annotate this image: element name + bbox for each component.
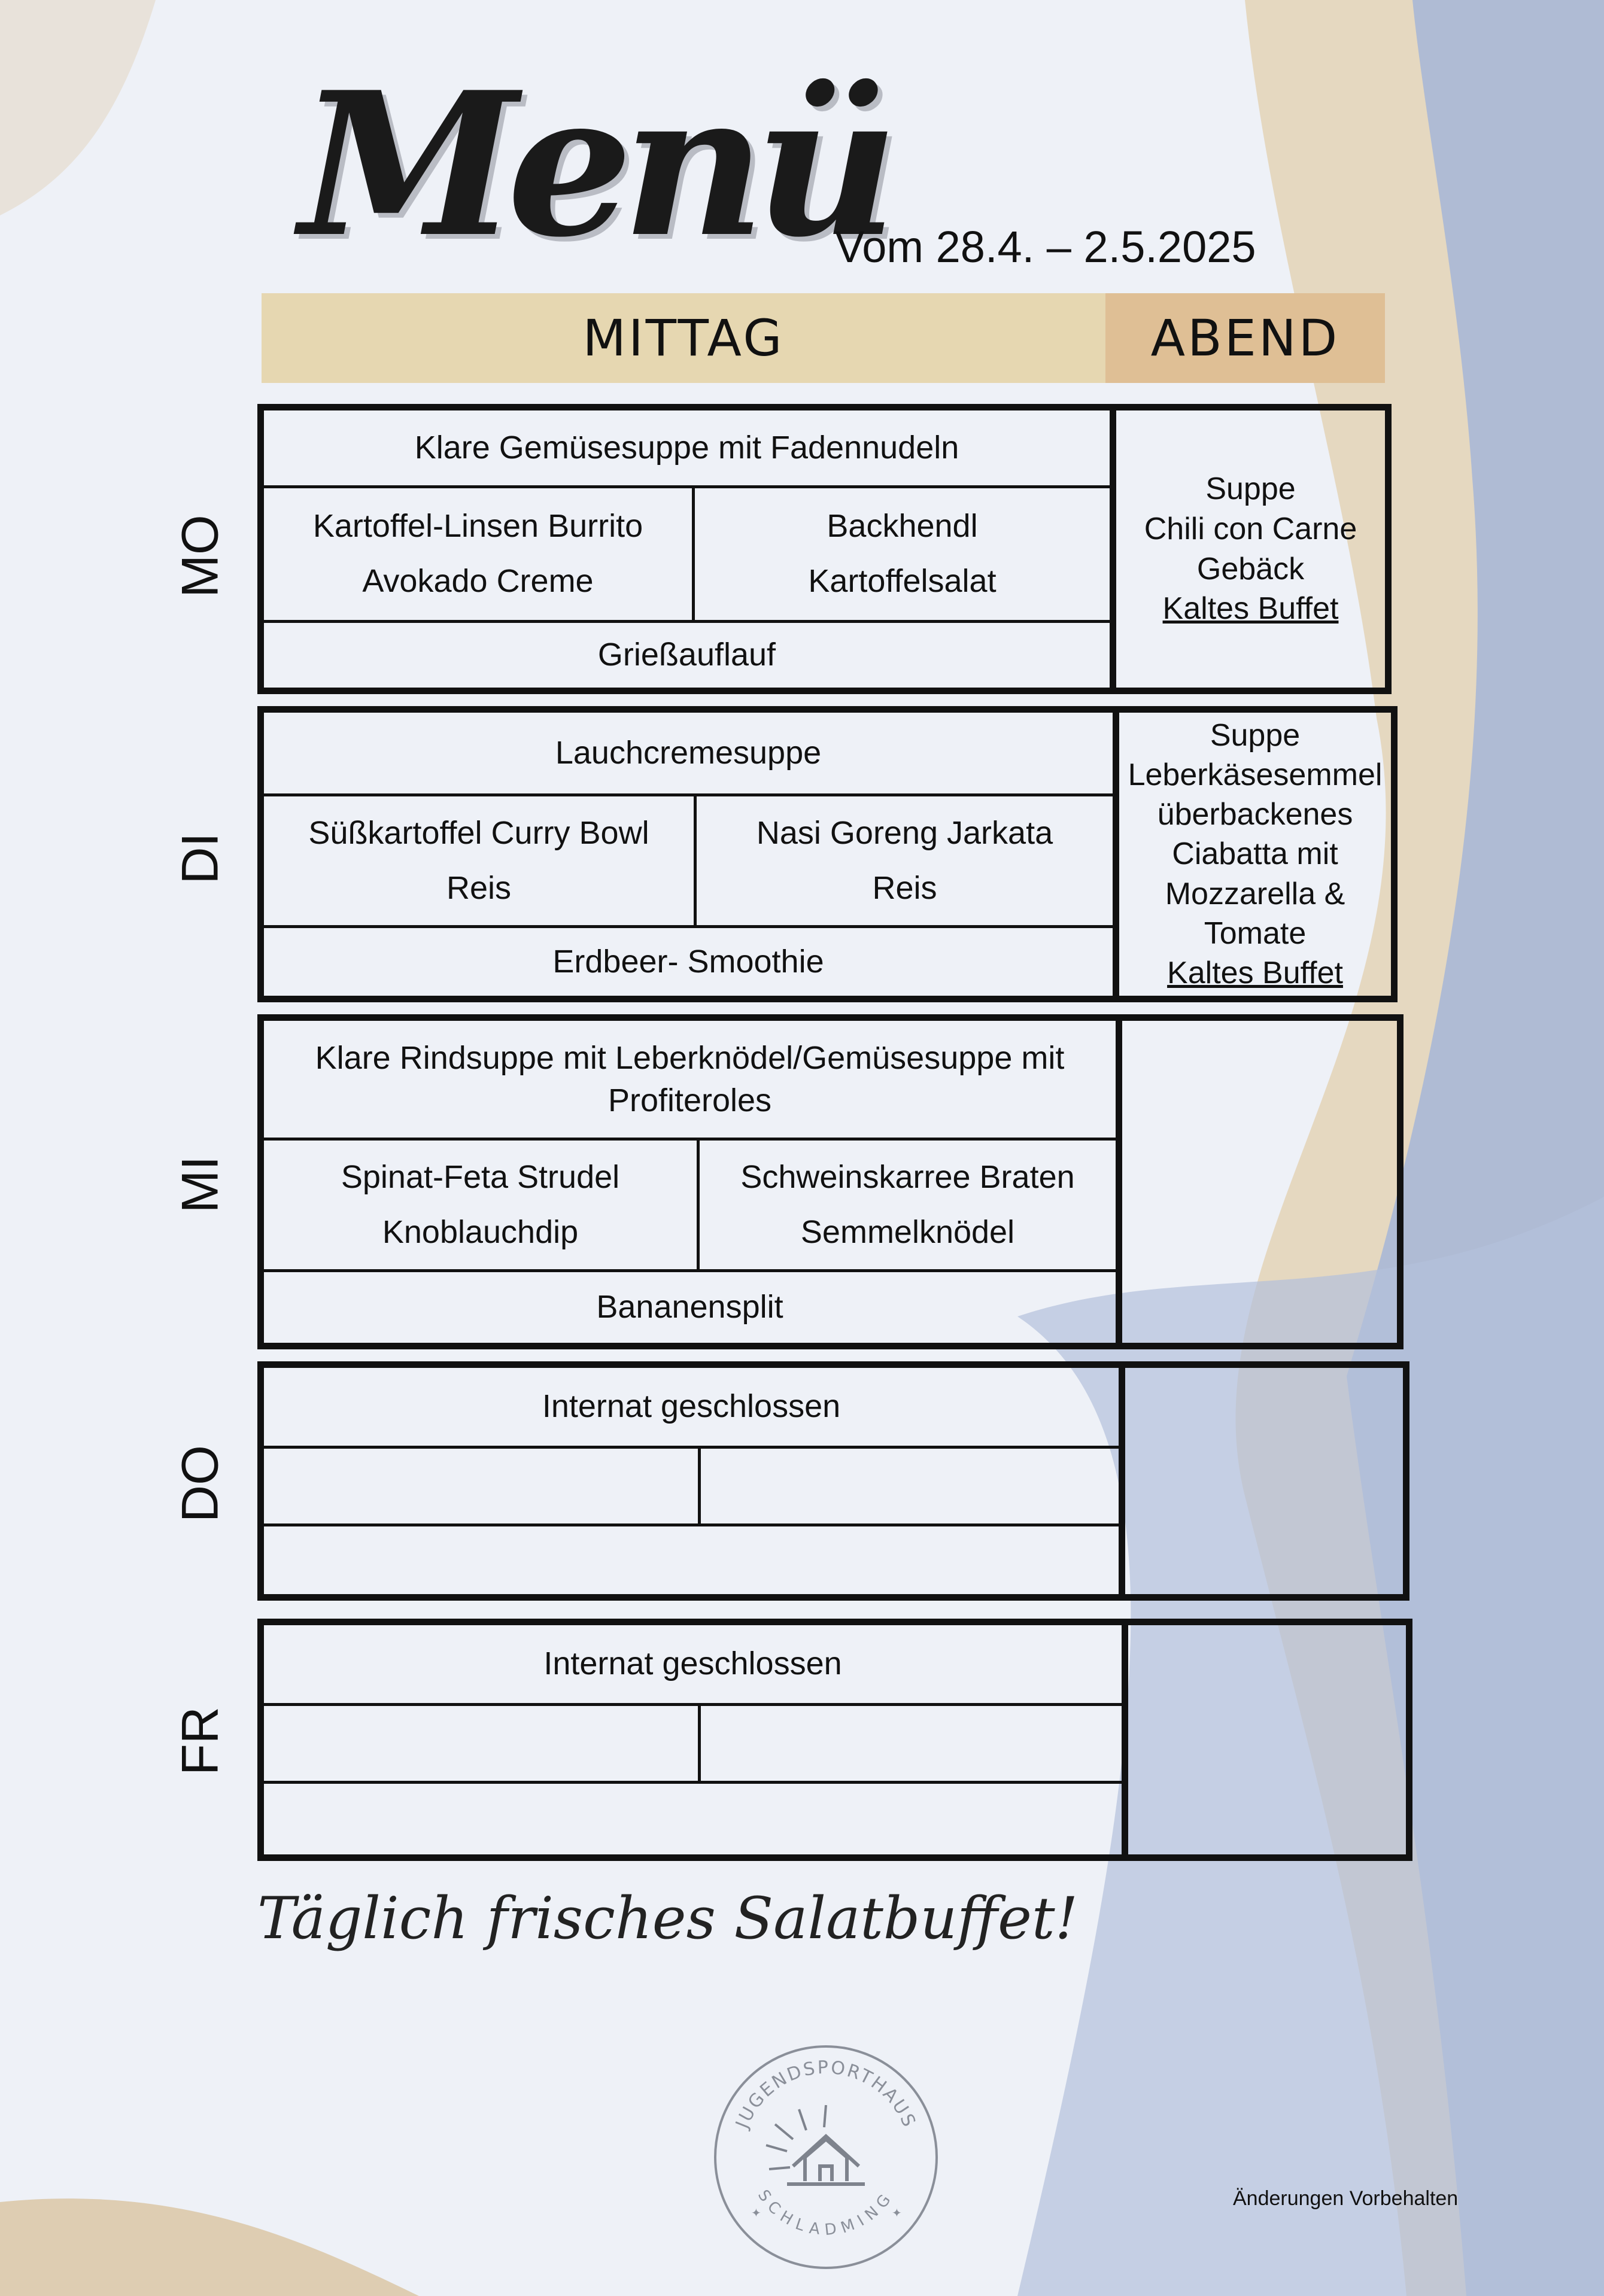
abend-item: Ciabatta mit (1172, 837, 1338, 872)
main-left-dish: Kartoffel-Linsen Burrito (312, 508, 643, 545)
main-left-dish: Süßkartoffel Curry Bowl (308, 814, 649, 851)
dessert-text: Grießauflauf (597, 637, 776, 673)
header-mittag: MITTAG (262, 293, 1105, 383)
main-right-side: Reis (872, 869, 937, 906)
abend-item: Leberkäsesemmel (1128, 758, 1383, 793)
day-block-do: Internat geschlossen (257, 1361, 1409, 1601)
soup-cell: Lauchcremesuppe (264, 713, 1113, 793)
main-left-side: Avokado Creme (362, 563, 594, 599)
soup-text: Internat geschlossen (543, 1646, 842, 1682)
main-right-dish: Nasi Goreng Jarkata (756, 814, 1053, 851)
soup-cell: Internat geschlossen (264, 1368, 1119, 1446)
star-icon: ✦ (751, 2207, 761, 2220)
abend-item: Gebäck (1196, 551, 1305, 586)
dessert-cell: Bananensplit (264, 1272, 1116, 1343)
abend-cell-empty (1119, 1368, 1403, 1594)
house-icon (787, 2133, 865, 2186)
abend-item: Mozzarella & (1165, 876, 1345, 911)
main-right-cell: Schweinskarree Braten Semmelknödel (700, 1141, 1116, 1269)
main-left-cell: Süßkartoffel Curry Bowl Reis (264, 796, 694, 925)
day-label-fr: FR (171, 1707, 229, 1775)
main-left-cell: Spinat-Feta Strudel Knoblauchdip (264, 1141, 697, 1269)
abend-cell: Suppe Leberkäsesemmel überbackenes Ciaba… (1113, 713, 1391, 996)
main-left-side: Reis (446, 869, 512, 906)
day-label-di: DI (171, 832, 229, 884)
soup-text: Klare Gemüsesuppe mit Fadennudeln (414, 429, 959, 466)
soup-cell: Internat geschlossen (264, 1625, 1122, 1703)
abend-item: überbackenes (1157, 797, 1353, 832)
abend-item: Tomate (1204, 916, 1307, 951)
abend-cell: Suppe Chili con Carne Gebäck Kaltes Buff… (1110, 410, 1385, 688)
main-right-side: Kartoffelsalat (808, 563, 997, 599)
soup-text: Internat geschlossen (542, 1388, 841, 1425)
main-right-cell: Nasi Goreng Jarkata Reis (697, 796, 1113, 925)
main-left-dish: Spinat-Feta Strudel (341, 1158, 620, 1195)
soup-text: Profiteroles (607, 1082, 772, 1118)
abend-buffet: Kaltes Buffet (1162, 591, 1339, 627)
day-block-fr: Internat geschlossen (257, 1619, 1412, 1861)
salad-buffet-note: Täglich frisches Salatbuffet! (257, 1885, 1079, 1952)
main-right-dish: Backhendl (827, 508, 978, 545)
day-block-mi: Klare Rindsuppe mit Leberknödel/Gemüsesu… (257, 1014, 1404, 1349)
main-right-cell: Backhendl Kartoffelsalat (695, 488, 1110, 620)
main-left-cell: Kartoffel-Linsen Burrito Avokado Creme (264, 488, 692, 620)
header-abend: ABEND (1105, 293, 1385, 383)
soup-text: Lauchcremesuppe (555, 734, 822, 771)
soup-cell: Klare Rindsuppe mit Leberknödel/Gemüsesu… (264, 1021, 1116, 1138)
logo-stamp: JUGENDSPORTHAUS SCHLADMING ✦ ✦ (714, 2045, 938, 2269)
day-block-mo: Klare Gemüsesuppe mit Fadennudeln Kartof… (257, 404, 1392, 694)
star-icon: ✦ (892, 2207, 902, 2220)
day-label-mo: MO (171, 515, 229, 598)
dessert-text: Bananensplit (596, 1289, 783, 1325)
day-block-di: Lauchcremesuppe Süßkartoffel Curry Bowl … (257, 706, 1398, 1002)
dessert-cell: Erdbeer- Smoothie (264, 928, 1113, 996)
svg-text:SCHLADMING: SCHLADMING (754, 2186, 898, 2239)
logo-bottom-text: SCHLADMING (754, 2186, 892, 2239)
dessert-text: Erdbeer- Smoothie (552, 943, 824, 980)
date-range: Vom 28.4. – 2.5.2025 (835, 222, 1256, 272)
menu-title: Menü (299, 48, 898, 281)
main-right-dish: Schweinskarree Braten (740, 1158, 1075, 1195)
abend-item: Suppe (1210, 718, 1301, 753)
abend-cell-empty (1122, 1625, 1406, 1854)
sun-rays-icon (765, 2105, 827, 2170)
main-left-side: Knoblauchdip (382, 1214, 579, 1250)
abend-item: Suppe (1205, 472, 1296, 507)
soup-text: Klare Rindsuppe mit Leberknödel/Gemüsesu… (315, 1040, 1065, 1076)
day-label-do: DO (171, 1445, 229, 1522)
day-label-mi: MI (171, 1155, 229, 1214)
changes-note: Änderungen Vorbehalten (1233, 2187, 1459, 2210)
abend-cell-empty (1116, 1021, 1397, 1343)
main-right-side: Semmelknödel (800, 1214, 1015, 1250)
soup-cell: Klare Gemüsesuppe mit Fadennudeln (264, 410, 1110, 485)
dessert-cell: Grießauflauf (264, 623, 1110, 688)
abend-item: Chili con Carne (1144, 511, 1357, 546)
abend-buffet: Kaltes Buffet (1167, 955, 1343, 990)
